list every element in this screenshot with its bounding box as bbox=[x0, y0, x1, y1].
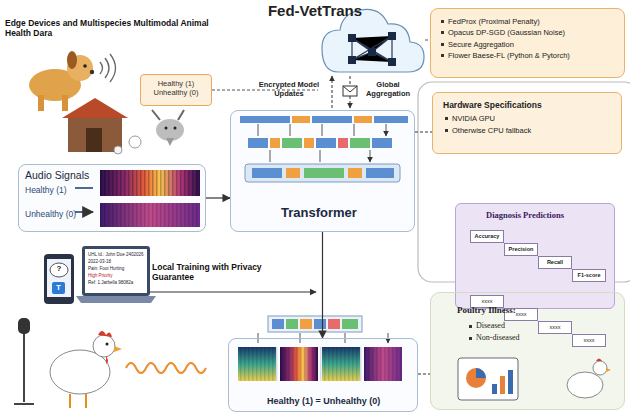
input-box: Audio SignalsHealthy (1) Unhealthy (0) bbox=[18, 164, 206, 232]
node-text: Otherwise CPU fallback bbox=[443, 125, 611, 137]
annotation-label: Local Training with Privacy Guarantee bbox=[152, 262, 282, 282]
annotation-label: Pain: Foot Hurting bbox=[88, 266, 146, 271]
annotation-label: UHL Id.: John Doe 2402026 bbox=[88, 252, 146, 257]
annotation-label: Edge Devices and Multispecies Multimodal… bbox=[5, 18, 210, 38]
label-box: Healthy (1) Unhealthy (0) bbox=[140, 74, 212, 106]
node-text: Healthy (1) = Unhealthy (0) bbox=[267, 396, 380, 406]
method-box: FedProx (Proximal Penalty)Opacus DP-SGD … bbox=[430, 8, 625, 78]
node-text: NVIDIA GPU bbox=[443, 113, 611, 125]
node-text: Unhealthy (0) bbox=[25, 209, 76, 219]
annotation-label: ? bbox=[55, 264, 63, 273]
node-text: Accuracy bbox=[471, 231, 503, 242]
node-text: Diagnosis Predictions bbox=[486, 210, 564, 220]
table-cell: Accuracy bbox=[470, 230, 504, 243]
node-text: xxxx bbox=[539, 322, 571, 333]
node-text: Flower Baese-FL (Python & Pytorch) bbox=[439, 50, 616, 61]
node-text: Hardware Specifications bbox=[443, 99, 611, 113]
table-cell: Precision bbox=[504, 243, 538, 256]
annotation-label: T bbox=[52, 283, 65, 292]
node-text: Healthy (1) bbox=[25, 185, 67, 195]
node-text: FedProx (Proximal Penalty) bbox=[439, 16, 616, 27]
node-text: xxxx bbox=[573, 335, 605, 346]
node-text: F1-score bbox=[573, 270, 605, 281]
annotation-label: 2022-03-18 bbox=[88, 259, 146, 264]
table-cell: xxxx bbox=[538, 321, 572, 334]
annotation-label: Encrypted Model Updates bbox=[258, 80, 320, 98]
connector bbox=[418, 373, 430, 374]
prediction-box: Diagnosis PredictionsAccuracyPrecisionRe… bbox=[455, 203, 615, 309]
node-text: Recall bbox=[539, 257, 571, 268]
table-cell: F1-score bbox=[572, 269, 606, 282]
annotation-label: High Priority bbox=[88, 273, 146, 278]
node-text: Precision bbox=[505, 244, 537, 255]
node-text: Secure Aggregation bbox=[439, 39, 616, 50]
result-box: Poultry Illness: DiseasedNon-diseased bbox=[430, 292, 625, 410]
connector bbox=[322, 232, 323, 338]
connector bbox=[206, 197, 230, 198]
node-text: Transformer bbox=[281, 205, 357, 220]
transformer-box: Transformer bbox=[230, 110, 415, 232]
output-box: Healthy (1) = Unhealthy (0) bbox=[228, 338, 418, 412]
node-text: Poultry Illness: bbox=[457, 305, 516, 315]
table-cell: xxxx bbox=[572, 334, 606, 347]
hardware-box: Hardware SpecificationsNVIDIA GPUOtherwi… bbox=[432, 92, 622, 154]
annotation-label: Ref: 1.Jarbella 98082a bbox=[88, 280, 146, 285]
node-text: Non-diseased bbox=[467, 333, 520, 342]
node-text: Healthy (1) Unhealthy (0) bbox=[145, 79, 207, 97]
node-text: Audio Signals bbox=[25, 169, 89, 181]
node-text: Diseased bbox=[467, 321, 505, 330]
annotation-label: Global Aggregation bbox=[360, 80, 416, 98]
node-text: Opacus DP-SGD (Gaussian Noise) bbox=[439, 27, 616, 38]
connector bbox=[415, 131, 432, 132]
table-cell: Recall bbox=[538, 256, 572, 269]
